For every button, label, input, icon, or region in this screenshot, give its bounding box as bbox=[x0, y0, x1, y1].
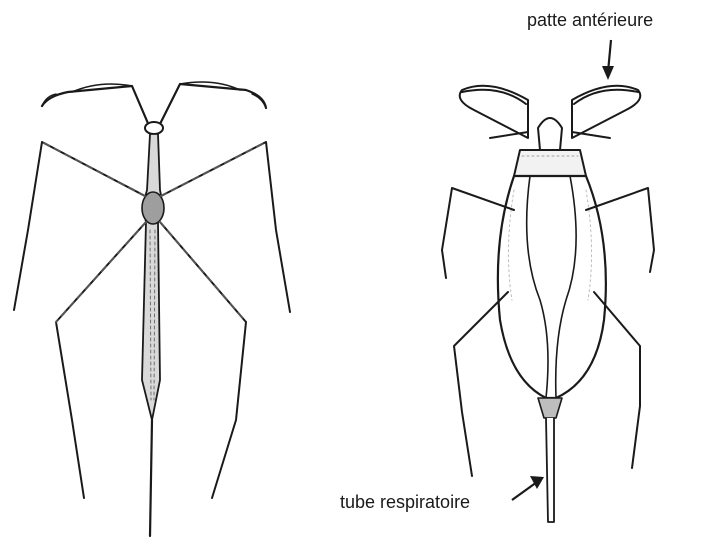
stick-insect-siphon bbox=[150, 420, 152, 536]
breathing-tube-arrow bbox=[512, 482, 537, 500]
stick-insect-body bbox=[142, 134, 162, 420]
stick-insect-figure bbox=[14, 82, 290, 536]
water-scorpion-pronotum bbox=[514, 150, 586, 176]
water-scorpion-head bbox=[538, 118, 562, 150]
stick-insect-head bbox=[145, 122, 163, 134]
front-leg-label: patte antérieure bbox=[527, 10, 653, 31]
water-scorpion-figure bbox=[442, 86, 654, 522]
water-scorpion-breathing-tube bbox=[546, 418, 554, 522]
water-scorpion-siphon-base bbox=[538, 398, 562, 418]
breathing-tube-label: tube respiratoire bbox=[340, 492, 470, 513]
